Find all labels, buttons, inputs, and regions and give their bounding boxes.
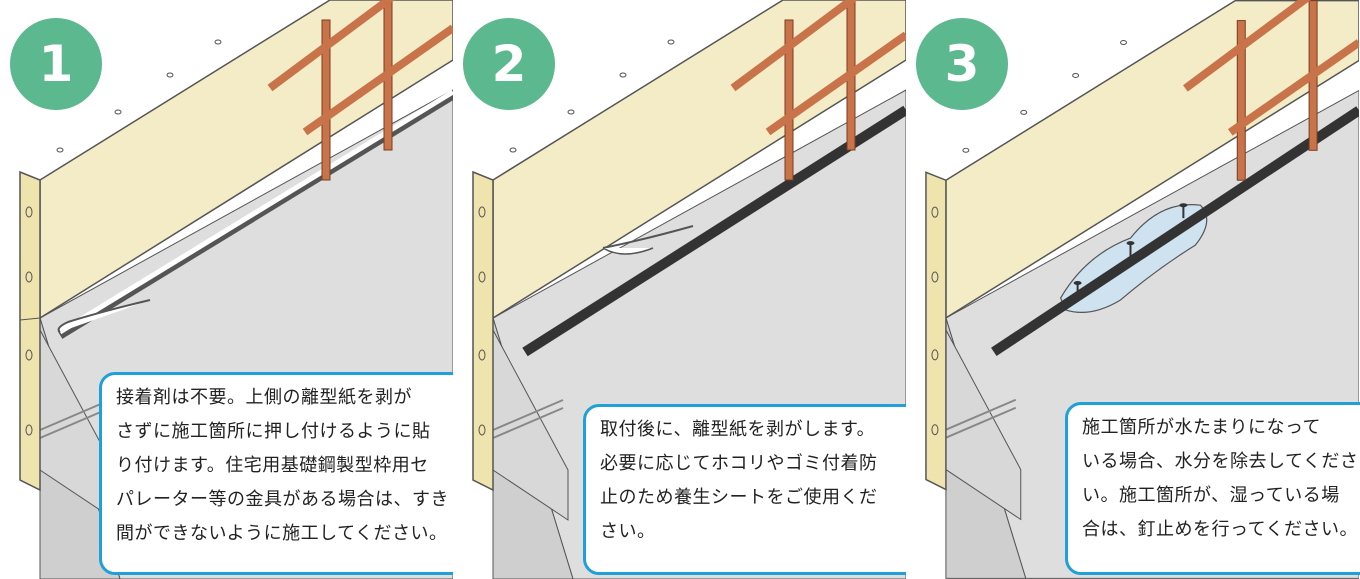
note-line: さい。 [600,521,656,542]
instruction-note: 施工箇所が水たまりになって いる場合、水分を除去してくださ い。施工箇所が、湿っ… [1065,402,1360,575]
note-line: り付けます。住宅用基礎鋼製型枠用セ [116,455,429,476]
note-line: 必要に応じてホコリやゴミ付着防 [600,453,878,474]
step-number-badge: 1 [10,18,102,110]
instruction-note: 接着剤は不要。上側の離型紙を剥が さずに施工箇所に押し付けるように貼 り付けます… [99,372,453,575]
note-line: 間ができないように施工してください。 [116,523,448,544]
note-line: 止のため養生シートをご使用くだ [600,487,878,508]
note-line: 合は、釘止めを行ってください。 [1082,519,1359,540]
note-line: さずに施工箇所に押し付けるように貼 [116,421,431,442]
note-line: いる場合、水分を除去してくださ [1082,451,1359,472]
note-line: 取付後に、離型紙を剥がします。 [600,419,876,440]
note-line: 接着剤は不要。上側の離型紙を剥が [116,387,412,408]
step-panel-3: 3 施工箇所が水たまりになって いる場合、水分を除去してくださ い。施工箇所が、… [906,0,1360,579]
note-line: い。施工箇所が、湿っている場 [1082,485,1340,506]
step-panel-1: 1 接着剤は不要。上側の離型紙を剥が さずに施工箇所に押し付けるように貼 り付け… [0,0,453,579]
step-number-badge: 3 [916,18,1008,110]
step-number-badge: 2 [463,18,555,110]
note-line: 施工箇所が水たまりになって [1082,417,1322,438]
note-line: パレーター等の金具がある場合は、すき [116,489,449,510]
step-panel-2: 2 取付後に、離型紙を剥がします。 必要に応じてホコリやゴミ付着防 止のため養生… [453,0,906,579]
instruction-note: 取付後に、離型紙を剥がします。 必要に応じてホコリやゴミ付着防 止のため養生シー… [583,404,906,575]
